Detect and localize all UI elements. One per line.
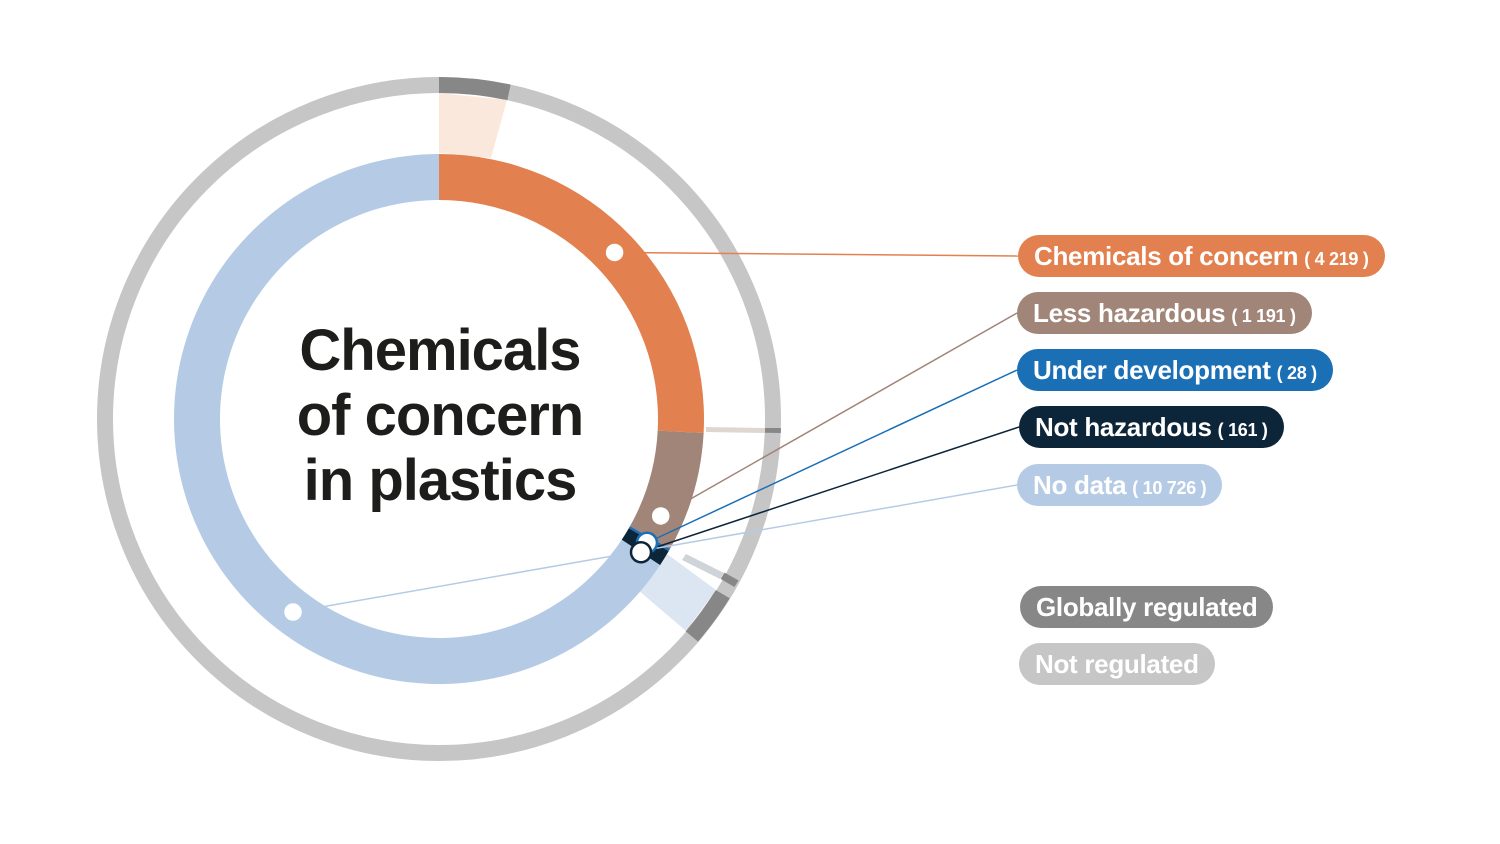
inner-segment-less-hazardous [629,430,704,549]
legend-label: Under development [1033,355,1271,385]
segment-markers [281,241,672,624]
marker-no-data [281,600,305,624]
legend-item-not-hazardous: Not hazardous( 161 ) [1019,406,1284,448]
outer-ring-regulated-segment-4 [685,590,730,642]
marker-not-hazardous [629,541,653,564]
legend-item-globally-regulated: Globally regulated [1020,586,1274,628]
connector-less-hazardous [706,427,765,433]
leader-line-chemicals-of-concern [614,251,1019,257]
outer-ring-regulated-segment-2 [764,428,781,433]
outer-ring [97,77,781,761]
inner-segment-chemicals-of-concern [439,154,704,434]
legend-label: Less hazardous [1033,298,1226,328]
legend-item-less-hazardous: Less hazardous( 1 191 ) [1017,292,1312,334]
marker-chemicals-of-concern [603,241,626,264]
center-title: Chemicals of concern in plastics [240,318,640,513]
leader-line-less-hazardous [660,312,1018,517]
legend-count: ( 10 726 ) [1132,478,1207,498]
legend-item-under-development: Under development( 28 ) [1017,349,1333,391]
center-title-line-1: Chemicals [299,318,581,383]
legend-count: ( 1 191 ) [1231,306,1296,326]
legend-item-no-data: No data( 10 726 ) [1017,464,1223,506]
legend-label: Not hazardous [1035,412,1212,442]
center-title-line-3: in plastics [303,448,578,513]
center-title-line-2: of concern [296,383,585,448]
legend-count: ( 161 ) [1217,420,1268,440]
legend-label: Chemicals of concern [1034,241,1299,271]
marker-less-hazardous [649,504,672,528]
legend-item-not-regulated: Not regulated [1019,643,1215,685]
legend-count: ( 4 219 ) [1304,249,1369,269]
legend-item-chemicals-of-concern: Chemicals of concern( 4 219 ) [1018,235,1385,277]
legend-label: Not regulated [1035,649,1199,679]
legend-label: Globally regulated [1036,592,1258,622]
leader-line-under-development [646,369,1018,544]
outer-ring-regulated-segment-3 [720,572,739,587]
legend-label: No data [1033,470,1127,500]
connector-chemicals-of-concern [439,93,507,158]
legend-count: ( 28 ) [1276,363,1318,383]
inner-ring [173,154,704,684]
outer-ring-regulated-segment-1 [439,77,511,101]
connector-not-hazardous [682,554,724,579]
leader-line-not-hazardous [640,426,1020,553]
